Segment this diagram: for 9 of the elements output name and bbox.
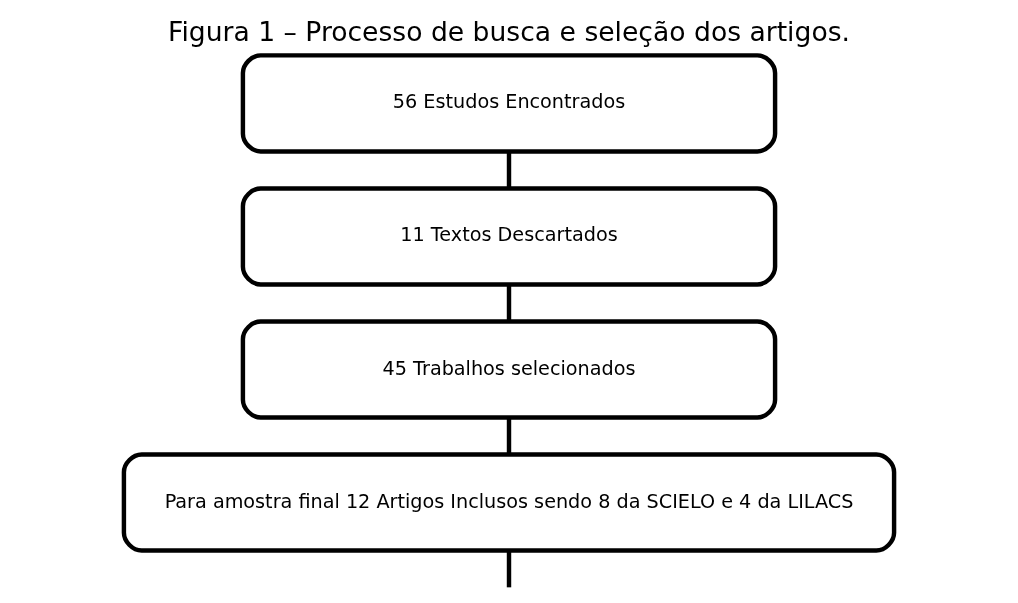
connector — [506, 284, 512, 322]
diagram-title: Figura 1 – Processo de busca e seleção dos artigos. — [168, 16, 850, 48]
node-box: 11 Textos Descartados — [240, 186, 778, 287]
connector — [506, 151, 512, 189]
connector — [506, 550, 512, 588]
node-box: 56 Estudos Encontrados — [240, 53, 778, 154]
connector — [506, 417, 512, 455]
node-box: 45 Trabalhos selecionados — [240, 319, 778, 420]
node-box: Para amostra final 12 Artigos Inclusos sendo 8 da SCIELO e 4 da LILACS — [121, 452, 897, 553]
